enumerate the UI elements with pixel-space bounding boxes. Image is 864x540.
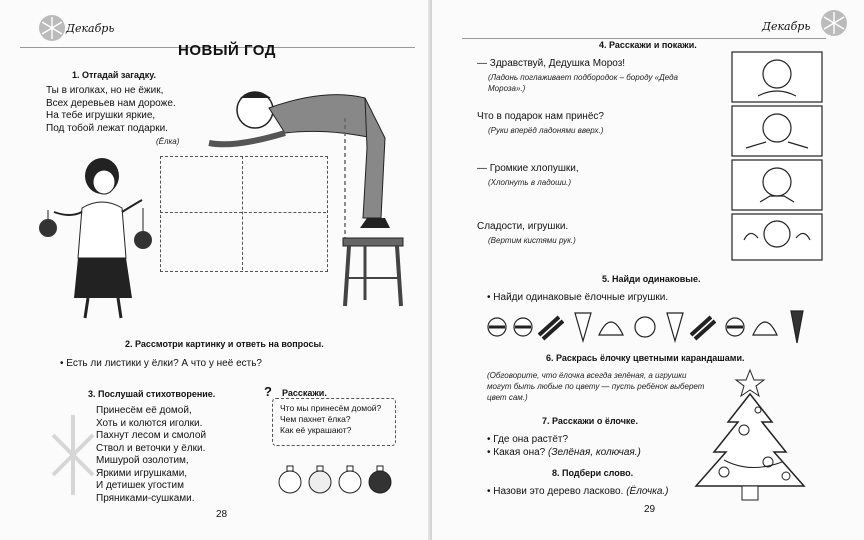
- question-text: Где она растёт?: [493, 434, 569, 445]
- page-number: 29: [644, 504, 656, 515]
- riddle-answer: (Ёлка): [156, 137, 180, 146]
- woman-illustration: [39, 158, 152, 319]
- tell-line: Что мы принесём домой?: [280, 403, 382, 413]
- tell-heading: Расскажи.: [282, 388, 327, 398]
- man-on-stool-illustration: [208, 91, 404, 307]
- task6-heading: 6. Раскрась ёлочку цветными карандашами.: [546, 353, 745, 363]
- month-label: Декабрь: [762, 20, 811, 33]
- task2-heading: 2. Рассмотри картинку и ответь на вопрос…: [125, 339, 324, 349]
- task6-note: цвет сам.): [487, 393, 528, 402]
- ornaments-illustration: [278, 465, 392, 494]
- snowflake-icon: [39, 15, 65, 41]
- poem-line: Хоть и колются иголки.: [96, 417, 203, 429]
- question-text: Какая она?: [493, 447, 546, 458]
- header-rule: [20, 47, 415, 48]
- tell-box: [272, 398, 396, 446]
- rhyme-note: (Ладонь поглаживает подбородок – бороду …: [488, 73, 678, 82]
- poem-text: Принесём её домой, Хоть и колются иголки…: [96, 405, 206, 505]
- gesture-pictures: [731, 51, 823, 261]
- task5-question: • Найди одинаковые ёлочные игрушки.: [487, 292, 669, 303]
- task6-note: (Обговорите, что ёлочка всегда зелёная, …: [487, 371, 687, 380]
- task2-question: • Есть ли листики у ёлки? А что у неё ес…: [60, 358, 262, 369]
- task7-question-2: • Какая она? (Зелёная, колючая.): [487, 447, 641, 458]
- rhyme-line: Сладости, игрушки.: [477, 221, 569, 232]
- rhyme-line: Что в подарок нам принёс?: [477, 111, 604, 122]
- tell-questions: Что мы принесём домой? Чем пахнет ёлка? …: [280, 403, 381, 436]
- poem-line: Пахнут лесом и смолой: [96, 430, 207, 441]
- question-text: Есть ли листики у ёлки? А что у неё есть…: [66, 358, 262, 369]
- rhyme-note: (Руки вперёд ладонями вверх.): [488, 126, 604, 135]
- tell-line: Как её украшают?: [280, 425, 352, 435]
- rhyme-note: (Хлопнуть в ладоши.): [488, 178, 572, 187]
- poem-line: Яркими игрушками,: [96, 467, 188, 479]
- task3-heading: 3. Послушай стихотворение.: [88, 389, 216, 399]
- task1-heading: 1. Отгадай загадку.: [72, 70, 156, 80]
- riddle-line: Под тобой лежат подарки.: [46, 122, 168, 134]
- poem-line: И детишек угостим: [96, 480, 184, 491]
- toys-row: [487, 310, 804, 344]
- month-label: Декабрь: [66, 22, 115, 35]
- poem-line: Ствол и веточки у ёлки.: [96, 442, 206, 454]
- header-rule: [462, 38, 826, 39]
- rhyme-note: (Вертим кистями рук.): [488, 236, 576, 245]
- riddle-line: Ты в иголках, но не ёжик,: [46, 85, 164, 96]
- snowflake-icon: [51, 415, 95, 495]
- poem-line: Мишурой озолотим,: [96, 455, 189, 466]
- task4-heading: 4. Расскажи и покажи.: [599, 40, 697, 50]
- riddle-text: Ты в иголках, но не ёжик, Всех деревьев …: [46, 85, 176, 135]
- task8-question: • Назови это дерево ласково. (Ёлочка.): [487, 486, 669, 497]
- grid-line: [242, 156, 243, 270]
- snowflake-icon: [821, 10, 847, 36]
- task7-question-1: • Где она растёт?: [487, 434, 569, 445]
- rhyme-line: — Громкие хлопушки,: [477, 163, 579, 174]
- tell-line: Чем пахнет ёлка?: [280, 414, 351, 424]
- rhyme-note: Мороза».): [488, 84, 526, 93]
- question-text: Назови это дерево ласково.: [493, 486, 624, 497]
- answer-text: (Ёлочка.): [626, 486, 669, 497]
- grid-line: [160, 212, 326, 213]
- puzzle-grid: [160, 156, 328, 272]
- page-title: НОВЫЙ ГОД: [178, 42, 276, 59]
- page-number: 28: [216, 509, 228, 520]
- page-right: Декабрь 4. Расскажи и покажи. — Здравств…: [432, 0, 864, 540]
- task5-heading: 5. Найди одинаковые.: [602, 274, 701, 284]
- poem-line: Принесём её домой,: [96, 405, 192, 416]
- christmas-tree-illustration: [694, 368, 806, 501]
- riddle-line: На тебе игрушки яркие,: [46, 110, 156, 121]
- page-left: Декабрь НОВЫЙ ГОД 1. Отгадай загадку. Ты…: [20, 15, 415, 520]
- question-text: Найди одинаковые ёлочные игрушки.: [493, 292, 669, 303]
- poem-line: Пряниками-сушками.: [96, 492, 195, 504]
- answer-text: (Зелёная, колючая.): [548, 447, 641, 458]
- task8-heading: 8. Подбери слово.: [552, 468, 634, 478]
- question-mark-icon: ?: [264, 384, 272, 399]
- task7-heading: 7. Расскажи о ёлочке.: [542, 416, 638, 426]
- rhyme-line: — Здравствуй, Дедушка Мороз!: [477, 58, 626, 69]
- riddle-line: Всех деревьев нам дороже.: [46, 97, 176, 109]
- task6-note: могут быть любые по цвету — пусть ребёно…: [487, 382, 705, 391]
